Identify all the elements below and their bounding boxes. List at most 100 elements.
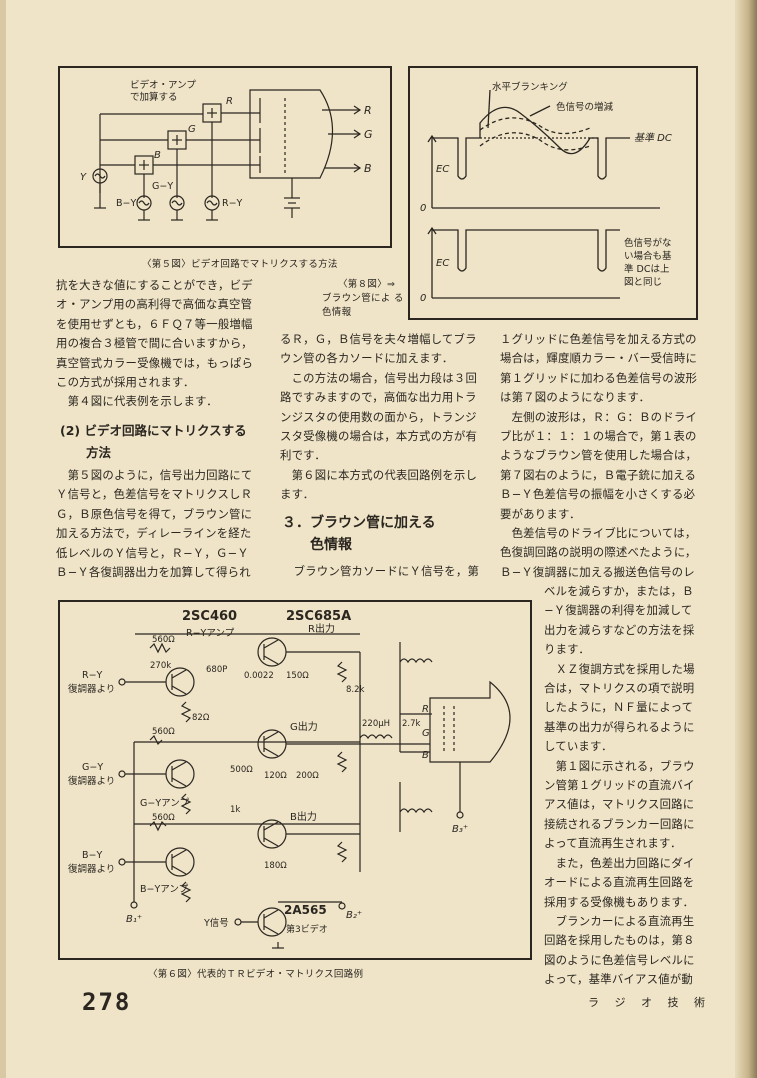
page-number: 278 [82, 988, 132, 1016]
text-line: ります． [544, 642, 590, 657]
fig6-label-r1k: 1k [230, 805, 240, 815]
fig6-crt-g: G [422, 728, 430, 739]
fig5-out-g: G [364, 128, 373, 141]
text-line: 第４図に代表例を示します． [56, 394, 218, 409]
figure-8-frame: 水平ブランキング 色信号の増減 基準 DC EC 0 EC 0 色信号がな い場… [408, 66, 698, 320]
fig6-label-b3: B₃⁺ [452, 824, 468, 835]
text-line: アス値は，マトリクス回路に [544, 797, 695, 812]
text-line: ブ比が１：１：１の場合で，第１表の [500, 429, 697, 444]
fig6-label-r-out: R出力 [308, 622, 335, 635]
fig6-label-r120: 120Ω [264, 771, 287, 781]
text-line: スタ受像機の場合は，本方式の方が有 [280, 429, 478, 444]
fig6-crt-b: B [422, 750, 429, 761]
fig8-note-2: い場合も基 [624, 250, 672, 262]
text-line: 真空管式カラー受像機では，もっぱら [56, 355, 254, 370]
page-edge-right [735, 0, 757, 1078]
figure-6-schematic: 2SC460 2SC685A 2A565 R−Yアンプ G−Yアンプ B−Yアン… [68, 609, 511, 949]
text-line: ＸＺ復調方式を採用した場 [544, 661, 695, 676]
fig5-label-g-top: G [188, 124, 196, 135]
fig5-note-2: で加算する [130, 91, 178, 103]
text-line: ウン管の各カソードに加えます． [280, 351, 454, 366]
heading-3-line-2: 色情報 [310, 537, 352, 553]
fig5-label-gy: G−Y [152, 181, 173, 192]
text-line: オ・アンプ用の高利得で高価な真空管 [56, 297, 253, 312]
fig6-label-r200: 200Ω [296, 771, 319, 781]
fig8-note-3: 準 DCは上 [624, 263, 670, 275]
fig6-label-l220: 220μH [362, 719, 390, 729]
figure-6-caption: 〈第６図〉代表的ＴＲビデオ・マトリクス回路例 [148, 969, 364, 980]
text-line: 場合は，輝度順カラー・バー受信時に [500, 351, 698, 366]
text-line: 接続されるブランカー回路に [544, 816, 695, 831]
fig6-label-2a565: 2A565 [284, 903, 327, 917]
fig5-note-1: ビデオ・アンプ [130, 79, 196, 91]
section-heading-2: (2) ビデオ回路にマトリクスする 方法 [60, 420, 247, 464]
text-line: ブラウン管カソードにＹ信号を，第 [282, 564, 480, 578]
heading-3-line-1: ３．ブラウン管に加える [282, 515, 436, 531]
fig8-note-4: 図と同じ [624, 277, 662, 288]
fig5-label-ry: R−Y [222, 198, 243, 209]
figure-8-caption-1: 〈第８図〉⇒ [338, 279, 396, 290]
fig6-label-gy-amp: G−Yアンプ [140, 798, 189, 809]
magazine-name: ラ ジ オ 技 術 [588, 996, 711, 1009]
column-2-bottom: ブラウン管カソードにＹ信号を，第 [282, 562, 482, 581]
fig6-label-b-out: B出力 [290, 810, 317, 823]
fig6-label-gy-in-2: 復調器より [68, 775, 115, 787]
fig6-label-2sc685a: 2SC685A [286, 609, 351, 624]
text-line: 第６図に本方式の代表回路例を示し [280, 467, 478, 482]
fig8-ref-dc-label: 基準 DC [634, 132, 672, 144]
text-line: 色復調回路の説明の際述べたように， [500, 545, 697, 560]
figure-5-frame: ビデオ・アンプ で加算する R G B R G B Y G−Y B−Y R−Y [58, 66, 392, 248]
fig6-label-r180: 180Ω [264, 861, 287, 871]
text-line: 回路を採用したものは，第８ [544, 933, 695, 948]
text-line: 左側の波形は，Ｒ：Ｇ：Ｂのドライ [500, 409, 698, 424]
fig5-label-r-top: R [226, 96, 233, 107]
text-line: Ｂ−Ｙ復調器に加える搬送色信号のレ [500, 564, 695, 579]
text-line: Ｇ，Ｂ原色信号を得て，ブラウン管に [56, 506, 253, 521]
fig8-ec-lower: EC [436, 258, 449, 269]
text-line: この方式が採用されます． [56, 375, 195, 390]
fig5-label-by: B−Y [116, 198, 136, 209]
text-line: オードによる直流再生回路を [544, 875, 695, 890]
page-edge-left [0, 0, 6, 1078]
fig8-color-inc-label: 色信号の増減 [556, 101, 614, 113]
figure-8-caption-3: 色情報 [322, 307, 352, 318]
fig6-label-ry-amp: R−Yアンプ [186, 628, 235, 639]
fig6-label-b1: B₁⁺ [126, 914, 142, 925]
text-line: 加える方法で，ディレーラインを経た [56, 526, 252, 541]
figure-8-diagram: 水平ブランキング 色信号の増減 基準 DC EC 0 EC 0 色信号がな い場… [420, 81, 672, 304]
text-line: 抗を大きな値にすることができ，ビデ [56, 278, 253, 292]
text-line: したように，ＮＦ量によって [544, 700, 694, 715]
fig8-zero-upper: 0 [420, 203, 426, 214]
text-line: 要があります． [500, 506, 581, 521]
figure-6-frame: 2SC460 2SC685A 2A565 R−Yアンプ G−Yアンプ B−Yアン… [58, 600, 532, 960]
text-line: 第１図に示される，ブラウ [544, 758, 695, 773]
text-line: Ｙ信号と，色差信号をマトリクスしＲ [56, 487, 253, 502]
text-line: 低レベルのＹ信号と，Ｒ−Ｙ，Ｇ−Ｙ [56, 545, 249, 560]
fig6-label-ry-in-2: 復調器より [68, 683, 115, 695]
text-line: しています． [544, 739, 613, 754]
text-line: るＲ，Ｇ，Ｂ信号を夫々増幅してブラ [280, 332, 477, 346]
fig6-label-y-signal: Y信号 [203, 917, 229, 929]
text-line: ベルを減らすか，または，Ｂ [544, 584, 694, 598]
fig6-label-r560-1: 560Ω [152, 635, 175, 645]
column-2-top: るＲ，Ｇ，Ｂ信号を夫々増幅してブラ ウン管の各カソードに加えます． この方法の場… [280, 330, 480, 505]
fig6-label-third-video: 第3ビデオ [286, 923, 328, 935]
text-line: 利です． [280, 448, 326, 463]
fig5-label-b-top: B [154, 150, 161, 161]
text-line: Ｂ−Ｙ各復調器出力を加算して得られ [56, 565, 251, 580]
text-line: 出力を減らすなどの方法を採 [544, 622, 695, 637]
fig6-label-r27k: 2.7k [402, 719, 421, 729]
fig5-label-y: Y [80, 172, 87, 183]
fig6-label-ry-in-1: R−Y [82, 670, 103, 681]
heading-2-line-2: 方法 [86, 445, 112, 460]
figure-8-caption-2: ブラウン管によ る [322, 293, 404, 304]
fig5-out-r: R [364, 104, 372, 117]
fig8-h-blank-label: 水平ブランキング [492, 81, 568, 93]
fig6-label-by-in-2: 復調器より [68, 863, 115, 875]
fig5-out-b: B [364, 162, 372, 175]
text-line: 色差信号のドライブ比については， [500, 526, 697, 541]
column-3-top: １グリッドに色差信号を加える方式の 場合は，輝度順カラー・バー受信時に 第１グリ… [500, 330, 700, 582]
fig6-label-b2: B₂⁺ [346, 910, 362, 921]
fig6-label-r500: 500Ω [230, 765, 253, 775]
text-line: ンジスタの使用数の面から，トランジ [280, 409, 477, 424]
